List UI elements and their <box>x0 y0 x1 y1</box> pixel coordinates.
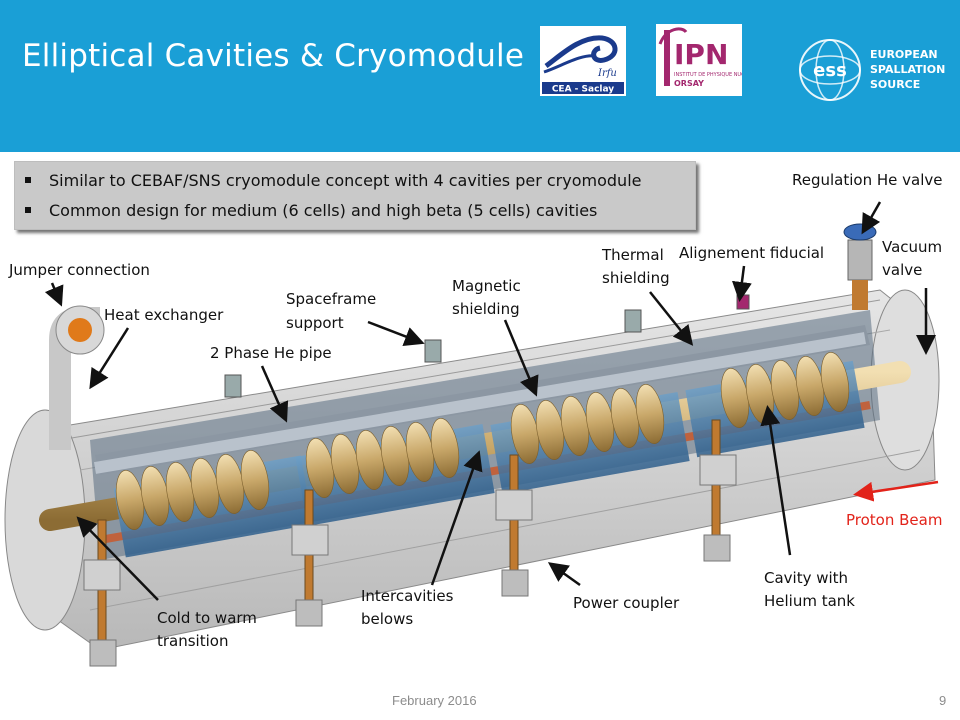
bullet-box: Similar to CEBAF/SNS cryomodule concept … <box>14 161 696 230</box>
label-cavity-helium-tank-1: Cavity with <box>764 569 849 587</box>
label-power-coupler: Power coupler <box>573 594 680 612</box>
ess-logo: ess EUROPEAN SPALLATION SOURCE <box>796 30 946 110</box>
label-thermal-shielding-1: Thermal <box>602 246 664 264</box>
label-intercavities-belows-2: belows <box>361 610 414 628</box>
label-heat-exchanger: Heat exchanger <box>104 306 224 324</box>
jumper-connection <box>49 305 105 450</box>
label-thermal-shielding-2: shielding <box>602 269 670 287</box>
cea-saclay-text: CEA - Saclay <box>552 85 614 95</box>
ess-mark: ess <box>813 60 847 81</box>
label-regulation-he-valve: Regulation He valve <box>792 171 943 189</box>
footer-date: February 2016 <box>392 693 477 708</box>
bullet-item: Similar to CEBAF/SNS cryomodule concept … <box>25 171 641 190</box>
page-title: Elliptical Cavities & Cryomodule <box>22 38 525 74</box>
ess-line3: SOURCE <box>870 78 920 91</box>
label-jumper-connection: Jumper connection <box>9 261 150 279</box>
callout-arrows <box>44 201 939 601</box>
cea-logo-graphic: Irfu CEA - Saclay <box>542 35 624 95</box>
ipn-text: IPN <box>674 38 728 71</box>
cavity-cells <box>115 352 850 530</box>
bullet-item: Common design for medium (6 cells) and h… <box>25 201 597 220</box>
irfu-mark: Irfu <box>597 68 617 79</box>
ipn-logo: IPN INSTITUT DE PHYSIQUE NUCLÉAIRE ORSAY <box>656 24 762 96</box>
bullet-marker <box>25 206 31 213</box>
header-bar: Elliptical Cavities & Cryomodule Irfu CE… <box>0 0 960 152</box>
label-spaceframe-support-1: Spaceframe <box>286 290 377 308</box>
label-cold-to-warm-1: Cold to warm <box>157 609 257 627</box>
label-spaceframe-support-2: support <box>286 314 344 332</box>
label-proton-beam: Proton Beam <box>846 511 943 529</box>
label-intercavities-belows-1: Intercavities <box>361 587 454 605</box>
ess-line1: EUROPEAN <box>870 48 938 61</box>
label-2-phase-he-pipe: 2 Phase He pipe <box>210 344 332 362</box>
ess-line2: SPALLATION <box>870 63 945 76</box>
spaceframe-supports <box>224 294 750 398</box>
ess-logo-graphic: ess EUROPEAN SPALLATION SOURCE <box>799 39 945 101</box>
bullet-marker <box>25 176 31 183</box>
label-magnetic-shielding-1: Magnetic <box>452 277 521 295</box>
ipn-orsay: ORSAY <box>674 79 704 88</box>
ipn-subtitle: INSTITUT DE PHYSIQUE NUCLÉAIRE <box>674 70 742 78</box>
label-vacuum-valve-1: Vacuum <box>882 238 943 256</box>
label-cavity-helium-tank-2: Helium tank <box>764 592 855 610</box>
label-vacuum-valve-2: valve <box>882 261 923 279</box>
cea-saclay-logo: Irfu CEA - Saclay <box>540 26 626 96</box>
label-alignement-fiducial: Alignement fiducial <box>679 244 825 262</box>
bullet-text: Common design for medium (6 cells) and h… <box>49 201 598 220</box>
label-cold-to-warm-2: transition <box>157 632 229 650</box>
ipn-logo-graphic: IPN INSTITUT DE PHYSIQUE NUCLÉAIRE ORSAY <box>658 27 762 88</box>
label-magnetic-shielding-2: shielding <box>452 300 520 318</box>
power-couplers <box>83 419 737 667</box>
bullet-text: Similar to CEBAF/SNS cryomodule concept … <box>49 171 642 190</box>
footer-page-number: 9 <box>939 693 947 708</box>
